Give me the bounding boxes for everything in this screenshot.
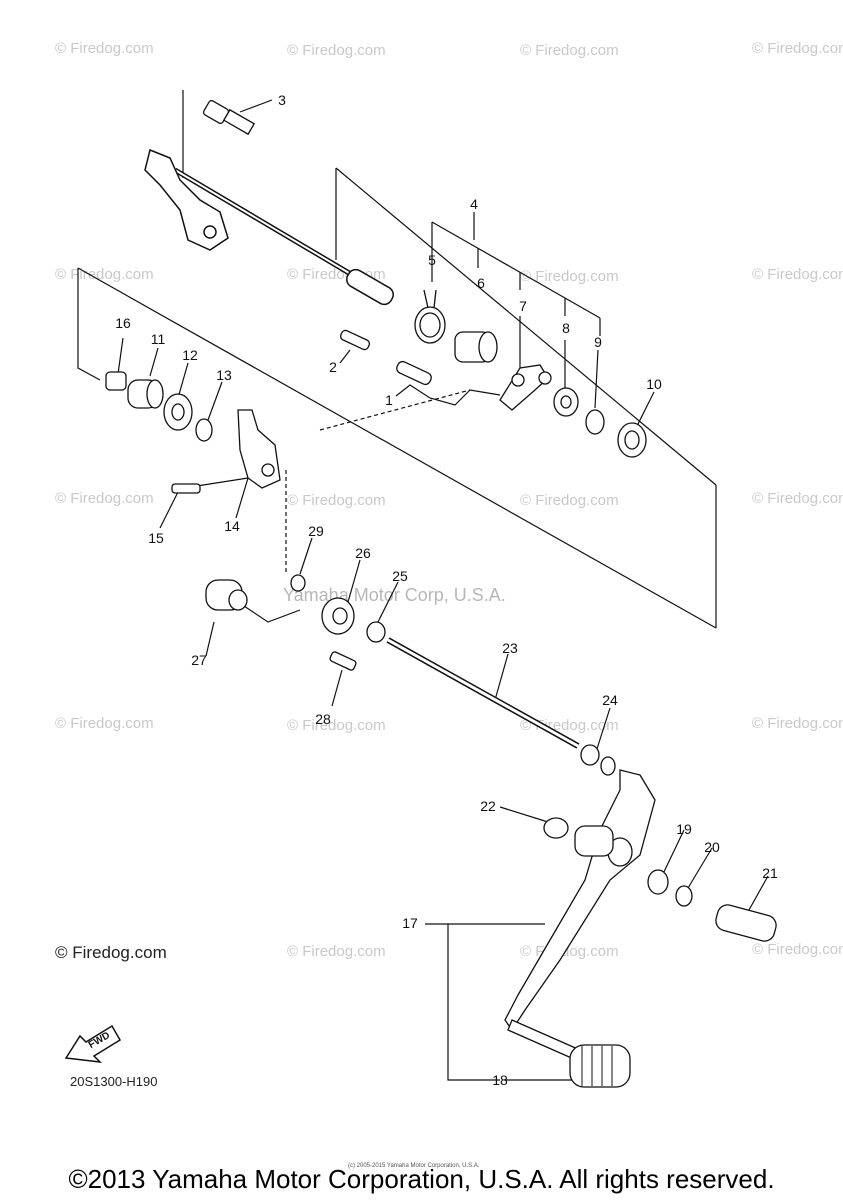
- callout-17: 17: [402, 915, 418, 931]
- nut-25: [366, 621, 386, 643]
- callout-26: 26: [355, 545, 371, 561]
- bolt-28: [329, 651, 357, 671]
- lever-14: [237, 409, 281, 489]
- watermark: © Firedog.com: [55, 490, 154, 507]
- clip-9: [585, 409, 605, 435]
- watermark: © Firedog.com: [287, 42, 386, 59]
- shift-rod-23: [386, 637, 580, 749]
- callout-29: 29: [308, 523, 324, 539]
- watermark: © Firedog.com: [752, 490, 843, 507]
- spring-5: [414, 289, 446, 344]
- frame-line-left: [77, 268, 101, 381]
- watermark: © Firedog.com: [520, 42, 619, 59]
- watermark: © Firedog.com: [520, 268, 619, 285]
- watermark: © Firedog.com: [287, 717, 386, 734]
- clip-20: [675, 885, 693, 907]
- washer-19: [647, 869, 669, 895]
- pin-2: [339, 329, 371, 351]
- callout-10: 10: [646, 376, 662, 392]
- callout-12: 12: [182, 347, 198, 363]
- clip-13: [195, 418, 213, 442]
- callout-20: 20: [704, 839, 720, 855]
- callout-4: 4: [470, 196, 478, 212]
- arm-7: [499, 364, 552, 411]
- callout-8: 8: [562, 320, 570, 336]
- callout-7: 7: [519, 298, 527, 314]
- washer-29: [290, 574, 306, 592]
- spring-1: [396, 360, 432, 386]
- tiny-copyright: (c) 2005-2015 Yamaha Motor Corporation, …: [348, 1163, 480, 1169]
- callout-13: 13: [216, 367, 232, 383]
- site-label: © Firedog.com: [55, 943, 167, 962]
- bolt-3: [202, 100, 256, 136]
- collar-6: [454, 331, 498, 363]
- callout-9: 9: [594, 334, 602, 350]
- callout-3: 3: [278, 92, 286, 108]
- bolt-21: [715, 904, 777, 942]
- copyright-notice: ©2013 Yamaha Motor Corporation, U.S.A. A…: [68, 1164, 775, 1194]
- callout-24: 24: [602, 692, 618, 708]
- frame-line-top: [335, 167, 717, 486]
- watermark: © Firedog.com: [287, 492, 386, 509]
- callout-14: 14: [224, 518, 240, 534]
- watermark: © Firedog.com: [752, 941, 843, 958]
- bolt-15: [171, 483, 201, 494]
- callout-2: 2: [329, 359, 337, 375]
- callout-18: 18: [492, 1072, 508, 1088]
- callout-15: 15: [148, 530, 164, 546]
- callout-11: 11: [150, 331, 166, 347]
- callout-5: 5: [428, 252, 436, 268]
- callout-25: 25: [392, 568, 408, 584]
- washer-22: [543, 817, 569, 839]
- watermark: © Firedog.com: [752, 40, 843, 57]
- callout-1: 1: [385, 392, 393, 408]
- watermark: © Firedog.com: [752, 266, 843, 283]
- callout-6: 6: [477, 275, 485, 291]
- callout-19: 19: [676, 821, 692, 837]
- watermark: © Firedog.com: [287, 943, 386, 960]
- watermark: © Firedog.com: [55, 40, 154, 57]
- callout-21: 21: [762, 865, 778, 881]
- watermark: © Firedog.com: [55, 266, 154, 283]
- watermark: © Firedog.com: [752, 715, 843, 732]
- callout-22: 22: [480, 798, 496, 814]
- callout-27: 27: [191, 652, 207, 668]
- watermark: © Firedog.com: [55, 715, 154, 732]
- nut-24: [580, 744, 600, 766]
- callout-16: 16: [115, 315, 131, 331]
- footpeg-18: [507, 1019, 581, 1061]
- fwd-arrow-icon: [64, 1024, 122, 1063]
- bearing-16: [105, 371, 127, 391]
- part-code: 20S1300-H190: [70, 1074, 158, 1089]
- shift-lever-17: [504, 769, 656, 1032]
- watermark: © Firedog.com: [520, 492, 619, 509]
- frame-line-mid: [77, 267, 717, 629]
- callout-28: 28: [315, 711, 331, 727]
- callout-23: 23: [502, 640, 518, 656]
